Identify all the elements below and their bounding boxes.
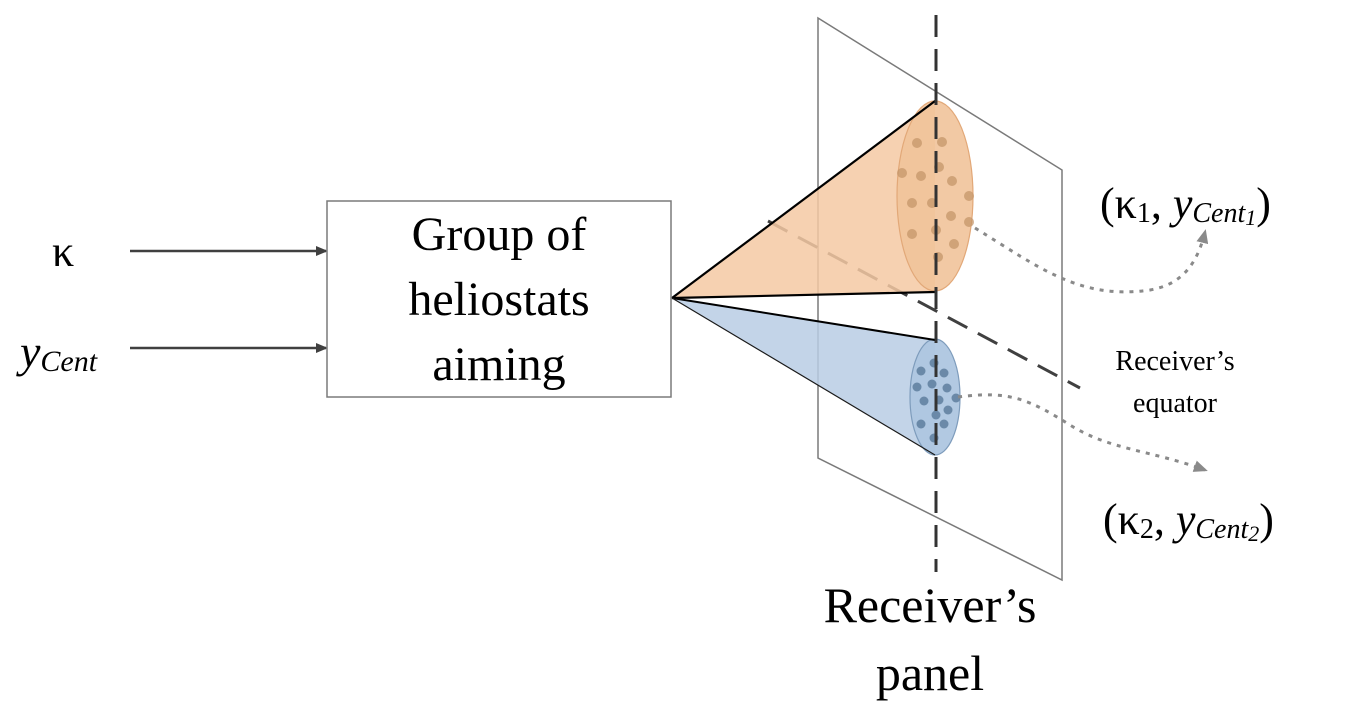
- upper-spot: [897, 168, 907, 178]
- ycent-input-subscript: Cent: [40, 345, 97, 378]
- lower-cone: [671, 297, 961, 456]
- lower-spot: [931, 410, 941, 420]
- panel-label-line-2: panel: [876, 645, 984, 701]
- upper-spot: [937, 137, 947, 147]
- upper-cone-spots: [897, 137, 974, 262]
- receiver-panel-plane: [817, 16, 1063, 582]
- upper-spot: [916, 171, 926, 181]
- lower-spot: [939, 419, 949, 429]
- output-second-y: y: [1172, 495, 1196, 544]
- output-first-y: y: [1169, 179, 1193, 228]
- output-second-sep: ,: [1154, 495, 1176, 544]
- upper-spot: [907, 198, 917, 208]
- lower-spot: [927, 379, 937, 389]
- upper-spot: [949, 239, 959, 249]
- panel-label-line-1: Receiver’s: [824, 577, 1037, 633]
- kappa-input-label: κ: [52, 227, 74, 276]
- upper-cone-bottom-edge: [671, 290, 936, 300]
- upper-spot: [912, 138, 922, 148]
- equator-label-line-1: Receiver’s: [1115, 346, 1234, 377]
- lower-spot: [916, 419, 926, 429]
- upper-spot: [947, 176, 957, 186]
- output-first-sub: Cent: [1192, 198, 1246, 229]
- upper-spot: [964, 191, 974, 201]
- output-second-sub-index: 2: [1248, 521, 1259, 546]
- upper-output-arrow: [974, 226, 1209, 294]
- output-second-kappa: κ: [1118, 495, 1140, 544]
- aiming-box-line-3: aiming: [432, 338, 565, 391]
- lower-spot: [916, 366, 926, 376]
- lower-spot: [939, 368, 949, 378]
- lower-cone-spots: [912, 358, 961, 443]
- output-second-close: ): [1259, 495, 1274, 544]
- equator-label-line-2: equator: [1133, 388, 1218, 419]
- output-first-kappa: κ: [1115, 179, 1137, 228]
- output-first-open: (: [1100, 179, 1115, 228]
- lower-spot: [912, 382, 922, 392]
- lower-spot: [919, 396, 929, 406]
- lower-spot: [942, 383, 952, 393]
- lower-output-arrow: [957, 393, 1208, 472]
- upper-cone: [671, 100, 974, 300]
- output-second-open: (: [1103, 495, 1118, 544]
- ycent-input-y: y: [16, 326, 41, 377]
- upper-spot: [907, 229, 917, 239]
- output-first-sep: ,: [1151, 179, 1173, 228]
- output-second-sub: Cent: [1195, 514, 1249, 545]
- output-first-kappa-index: 1: [1137, 198, 1151, 229]
- output-second-kappa-index: 2: [1140, 514, 1154, 545]
- aiming-box-line-2: heliostats: [408, 273, 589, 326]
- output-first-close: ): [1256, 179, 1271, 228]
- lower-cone-bottom-edge: [671, 297, 936, 456]
- upper-spot: [946, 211, 956, 221]
- output-first-sub-index: 1: [1245, 205, 1256, 230]
- upper-spot: [964, 217, 974, 227]
- aiming-box-frame: [326, 200, 672, 398]
- heliostat-aiming-box: Group of heliostats aiming: [326, 200, 672, 398]
- output-label-first: (κ1, yCent1): [1100, 179, 1271, 230]
- upper-cone-top-edge: [671, 100, 936, 299]
- receiver-equator-line: [767, 219, 1081, 390]
- lower-spot: [943, 405, 953, 415]
- lower-cone-top-edge: [671, 297, 936, 341]
- aiming-box-line-1: Group of: [412, 208, 587, 261]
- ycent-input-label: yCent: [16, 326, 98, 378]
- output-label-second: (κ2, yCent2): [1103, 495, 1274, 546]
